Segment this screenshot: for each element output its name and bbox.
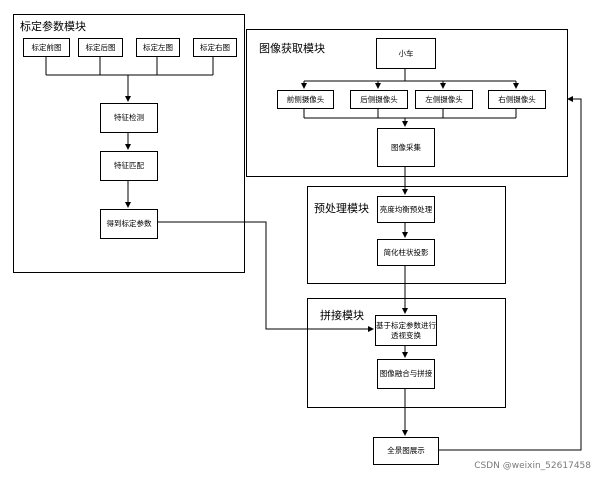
calib-rear-image-node: 标定后图: [78, 38, 123, 57]
panorama-display-node: 全景图展示: [373, 437, 439, 465]
image-fusion-node: 图像融合与拼接: [377, 359, 435, 389]
capture-module-title: 图像获取模块: [259, 42, 325, 55]
feature-detection-node: 特征检测: [100, 103, 158, 133]
calib-front-image-node: 标定前图: [23, 38, 70, 57]
brightness-equalization-node: 亮度均衡预处理: [377, 196, 435, 223]
calibration-params-node: 得到标定参数: [100, 209, 158, 239]
left-camera-node: 左侧摄像头: [415, 90, 473, 109]
calibration-module-title: 标定参数模块: [20, 20, 86, 33]
preprocess-module-title: 预处理模块: [314, 202, 369, 215]
perspective-transform-node: 基于标定参数进行透视变换: [375, 315, 437, 346]
stitch-module-title: 拼接模块: [320, 309, 364, 322]
csdn-watermark: CSDN @weixin_52617458: [474, 461, 591, 471]
calib-right-image-node: 标定右图: [193, 38, 237, 57]
right-camera-node: 右侧摄像头: [488, 90, 546, 109]
feature-matching-node: 特征匹配: [100, 151, 158, 181]
car-node: 小车: [376, 38, 436, 69]
rear-camera-node: 后侧摄像头: [350, 90, 408, 109]
image-capture-node: 图像采集: [377, 128, 435, 167]
calib-left-image-node: 标定左图: [136, 38, 180, 57]
front-camera-node: 前侧摄像头: [277, 90, 334, 109]
cylindrical-projection-node: 简化柱状投影: [377, 239, 435, 266]
